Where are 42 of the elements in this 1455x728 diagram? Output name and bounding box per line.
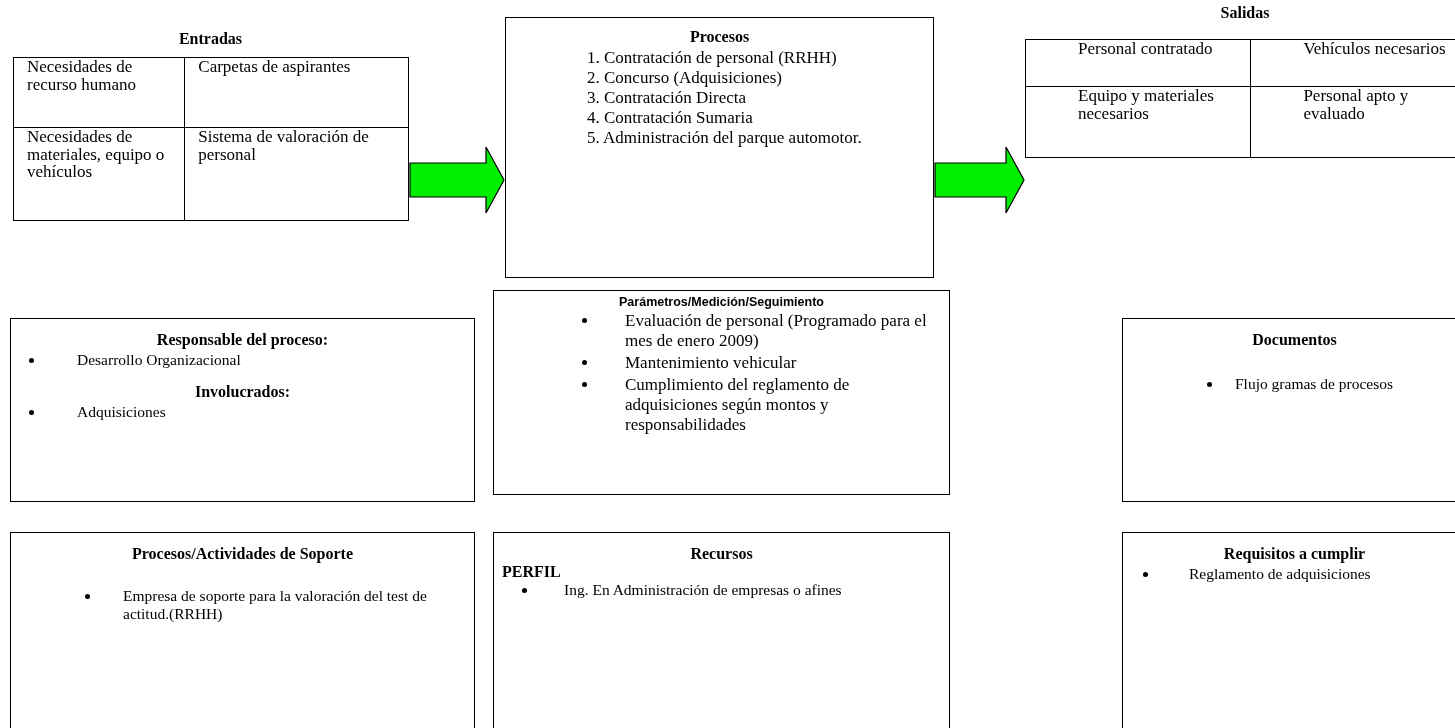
list-item: 3. Contratación Directa: [586, 88, 748, 107]
info-box: [1122, 318, 1455, 502]
block-arrow: [934, 146, 1025, 214]
info-box: [10, 532, 475, 728]
block-arrow: [409, 146, 505, 214]
table-cell: Necesidades de materiales, equipo o vehículos: [13, 127, 185, 221]
box-heading: Documentos: [1251, 331, 1338, 349]
table-cell: Vehículos necesarios: [1250, 39, 1455, 87]
box-heading: Parámetros/Medición/Seguimiento: [618, 295, 825, 309]
info-box: [1122, 532, 1455, 728]
box-heading: Procesos/Actividades de Soporte: [131, 545, 354, 563]
process-box: [505, 17, 934, 278]
table-cell: Necesidades de recurso humano: [13, 57, 185, 128]
table-cell: Sistema de valoración de personal: [184, 127, 409, 221]
table-heading: Salidas: [1219, 4, 1271, 22]
box-heading: Procesos: [688, 28, 751, 46]
box-heading: Recursos: [689, 545, 754, 563]
bullet-text: Reglamento de adquisiciones: [1189, 565, 1372, 583]
box-heading: PERFIL: [502, 563, 562, 581]
bullet-text: Ing. En Administración de empresas o afines: [564, 581, 843, 599]
list-item: 4. Contratación Sumaria: [586, 108, 754, 127]
bullet-text: Evaluación de personal (Programado para el mes de enero 2009): [625, 311, 928, 351]
table-cell: Personal apto y evaluado: [1250, 86, 1455, 158]
table-cell: Equipo y materiales necesarios: [1025, 86, 1251, 158]
table-cell: Personal contratado: [1025, 39, 1251, 87]
box-heading: Involucrados:: [193, 383, 292, 401]
bullet-text: Mantenimiento vehicular: [625, 353, 798, 373]
bullet-text: Flujo gramas de procesos: [1235, 375, 1394, 393]
table-heading: Entradas: [177, 30, 244, 48]
list-item: 2. Concurso (Adquisiciones): [586, 68, 783, 87]
box-heading: Requisitos a cumplir: [1222, 545, 1367, 563]
bullet-text: Desarrollo Organizacional: [77, 351, 242, 369]
info-box: [493, 290, 950, 495]
table-cell: Carpetas de aspirantes: [184, 57, 409, 128]
bullet-text: Cumplimiento del reglamento de adquisiciones según montos y responsabilidades: [625, 375, 851, 435]
info-box: [493, 532, 950, 728]
bullet-text: Adquisiciones: [77, 403, 167, 421]
box-heading: Responsable del proceso:: [155, 331, 330, 349]
bullet-text: Empresa de soporte para la valoración del test de actitud.(RRHH): [123, 587, 428, 623]
info-box: [10, 318, 475, 502]
list-item: 5. Administración del parque automotor.: [586, 128, 863, 147]
list-item: 1. Contratación de personal (RRHH): [586, 48, 838, 67]
